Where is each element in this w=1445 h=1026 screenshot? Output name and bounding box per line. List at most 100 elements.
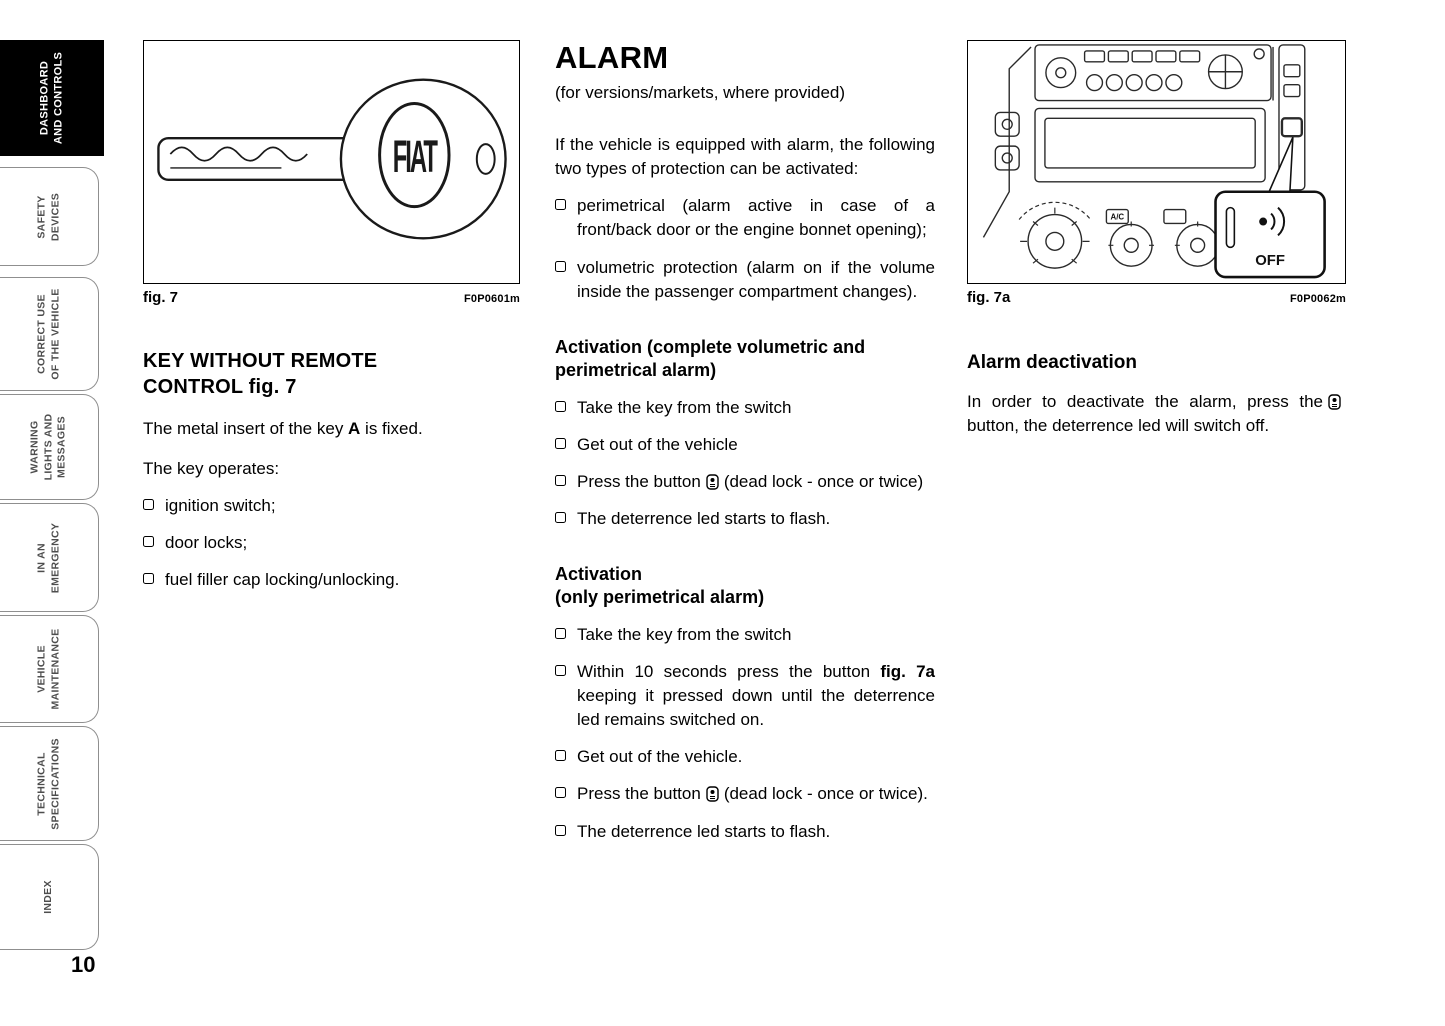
heading-line: CONTROL fig. 7 <box>143 376 297 399</box>
square-bullet-icon <box>555 664 566 676</box>
list-item-text: The deterrence led starts to flash. <box>577 821 831 841</box>
activation-perimetrical-heading: Activation (only perimetrical alarm) <box>555 563 935 610</box>
tab-index: INDEX <box>0 844 99 950</box>
list-item: Get out of the vehicle <box>555 433 935 457</box>
text-segment-bold: A <box>348 418 361 438</box>
alarm-subtitle: (for versions/markets, where provided) <box>555 83 846 102</box>
left-column: FIAT fig. 7 F0P0601m KEY WITHOUT REMOTE … <box>143 40 520 592</box>
tab-label-line: LIGHTS AND <box>42 413 55 481</box>
list-item-text: Within 10 seconds press the button fig. … <box>577 660 935 732</box>
text-segment: Press the button <box>577 784 701 804</box>
list-item: Take the key from the switch <box>555 623 935 647</box>
tab-label: SAFETY DEVICES <box>35 192 62 240</box>
tab-label: INDEX <box>42 880 56 914</box>
tab-label-line: OF THE VEHICLE <box>49 288 61 380</box>
figure-caption: fig. 7a <box>967 289 1011 306</box>
activation-complete-heading: Activation (complete volumetric and peri… <box>555 336 866 381</box>
alarm-column: ALARM (for versions/markets, where provi… <box>555 40 935 844</box>
square-bullet-icon <box>143 536 154 548</box>
figure-code: F0P0062m <box>1289 293 1346 305</box>
square-bullet-icon <box>143 573 154 585</box>
right-column: A/C OFF fig. 7a F0P0062m Alarm deactivat… <box>967 40 1346 438</box>
square-bullet-icon <box>555 627 566 639</box>
list-item-text: Get out of the vehicle <box>577 434 738 454</box>
list-item: The deterrence led starts to flash. <box>555 507 935 531</box>
list-item-text: Press the button (dead lock - once or twi… <box>577 782 935 806</box>
text-segment: The metal insert of the key <box>143 418 349 438</box>
tab-label: CORRECT USE OF THE VEHICLE <box>35 288 62 379</box>
list-item: Get out of the vehicle. <box>555 745 935 769</box>
square-bullet-icon <box>555 824 566 836</box>
key-figure: FIAT <box>143 40 520 284</box>
tab-correct-use-of-the-vehicle: CORRECT USE OF THE VEHICLE <box>0 277 99 391</box>
text-segment: button, the deterrence led will switch o… <box>967 416 1270 436</box>
list-item-text: The deterrence led starts to flash. <box>577 508 831 528</box>
list-item: Within 10 seconds press the button fig. … <box>555 660 935 732</box>
text-segment: Press the button <box>577 471 701 491</box>
list-item: Press the button (dead lock - once or twi… <box>555 782 935 806</box>
square-bullet-icon <box>555 199 566 211</box>
text-segment: (dead lock - once or twice) <box>723 471 924 491</box>
callout-pointer <box>1267 136 1294 193</box>
list-item: fuel filler cap locking/unlocking. <box>143 568 520 592</box>
paragraph: The metal insert of the key A is fixed. <box>143 417 520 441</box>
tab-label: TECHNICAL SPECIFICATIONS <box>35 738 62 830</box>
square-bullet-icon <box>555 260 566 272</box>
dashboard-drawing: A/C OFF <box>982 44 1326 279</box>
sound-dot-icon <box>1259 217 1268 226</box>
text-segment: is fixed. <box>360 418 423 438</box>
square-bullet-icon <box>555 474 566 486</box>
list-item-text: fuel filler cap locking/unlocking. <box>165 570 400 590</box>
tab-label-line: AND CONTROLS <box>53 51 65 145</box>
fiat-logo-text: FIAT <box>393 131 438 182</box>
tab-dashboard-and-controls: DASHBOARD AND CONTROLS <box>0 40 104 156</box>
list-item: perimetrical (alarm active in case of a … <box>555 194 935 242</box>
ac-label: A/C <box>1110 213 1124 222</box>
deadlock-remote-button-icon <box>706 474 719 490</box>
key-section-heading: KEY WITHOUT REMOTE CONTROL fig. 7 <box>143 348 520 401</box>
tab-label-line: MAINTENANCE <box>49 628 61 710</box>
tab-technical-specifications: TECHNICAL SPECIFICATIONS <box>0 726 99 841</box>
tab-label-line: WARNING <box>28 420 41 474</box>
list-item-text: Get out of the vehicle. <box>577 747 743 767</box>
list-item-text: ignition switch; <box>165 496 276 516</box>
tab-label: IN AN EMERGENCY <box>35 522 62 592</box>
list-item: The deterrence led starts to flash. <box>555 820 935 844</box>
tab-label-line: VEHICLE <box>35 645 48 693</box>
deadlock-remote-button-icon <box>1328 394 1341 410</box>
square-bullet-icon <box>143 499 154 511</box>
square-bullet-icon <box>555 750 566 762</box>
sound-waves-icon <box>1270 206 1286 237</box>
tab-label-line: IN AN <box>35 542 48 573</box>
tab-label-line: EMERGENCY <box>49 522 61 593</box>
figure-caption-row: fig. 7 F0P0601m <box>143 289 520 306</box>
tab-safety-devices: SAFETY DEVICES <box>0 167 99 266</box>
square-bullet-icon <box>555 511 566 523</box>
off-label: OFF <box>1255 253 1285 269</box>
text-segment: keeping it pressed down until the deterr… <box>577 686 935 730</box>
key-drawing: FIAT <box>157 78 507 240</box>
paragraph: The key operates: <box>143 458 280 478</box>
tab-label-line: DEVICES <box>49 192 61 241</box>
square-bullet-icon <box>555 400 566 412</box>
figure-caption: fig. 7 <box>143 289 179 306</box>
page-number: 10 <box>71 952 96 977</box>
text-segment: In order to deactivate the alarm, press … <box>967 392 1323 411</box>
text-segment-bold: fig. 7a <box>880 661 935 681</box>
tab-label-line: SPECIFICATIONS <box>49 737 61 830</box>
list-item: Take the key from the switch <box>555 396 935 420</box>
tab-label-line: DASHBOARD <box>38 60 51 136</box>
list-item-text: Take the key from the switch <box>577 397 792 417</box>
tab-vehicle-maintenance: VEHICLE MAINTENANCE <box>0 615 99 723</box>
tab-label-line: TECHNICAL <box>35 751 48 816</box>
tab-label-line: MESSAGES <box>55 416 68 478</box>
heading-line: KEY WITHOUT REMOTE <box>143 350 378 372</box>
tab-label-line: CORRECT USE <box>35 294 48 374</box>
list-item-text: Take the key from the switch <box>577 624 792 644</box>
list-item: volumetric protection (alarm on if the v… <box>555 256 935 304</box>
list-item-text: perimetrical (alarm active in case of a … <box>577 196 935 240</box>
text-segment: (dead lock - once or twice). <box>723 784 928 804</box>
figure-caption-row: fig. 7a F0P0062m <box>967 289 1346 306</box>
tab-in-an-emergency: IN AN EMERGENCY <box>0 503 99 612</box>
square-bullet-icon <box>555 437 566 449</box>
